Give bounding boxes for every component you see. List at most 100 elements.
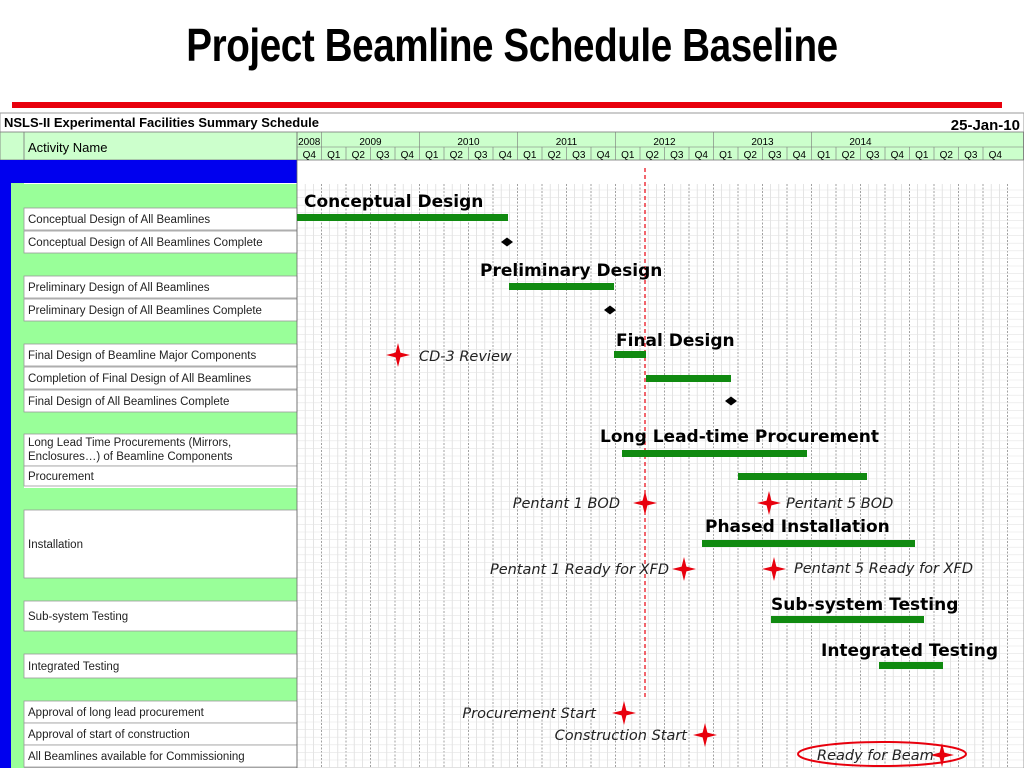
gantt-bar: [297, 214, 508, 221]
activity-row: [23, 433, 298, 467]
activity-label: Conceptual Design of All Beamlines Compl…: [28, 237, 263, 249]
pentant-1-ready-star: [672, 557, 696, 581]
quarter-label: Q2: [450, 150, 464, 161]
activity-label: Installation: [28, 539, 83, 551]
title-divider: [12, 102, 1002, 108]
activity-row: [23, 600, 298, 632]
quarter-label: Q3: [572, 150, 586, 161]
blue-side-band: [0, 160, 11, 768]
pentant-1-bod-star: [633, 491, 657, 515]
milestone-diamond: [725, 396, 737, 406]
pentant-5-ready-star: [762, 557, 786, 581]
quarter-label: Q1: [621, 150, 635, 161]
phase-label: Long Lead-time Procurement: [600, 427, 879, 447]
quarter-label: Q4: [303, 150, 317, 161]
activity-label: Enclosures…) of Beamline Components: [28, 451, 233, 463]
quarter-label: Q4: [499, 150, 513, 161]
quarter-label: Q1: [327, 150, 341, 161]
gantt-bar: [509, 283, 614, 290]
quarter-label: Q1: [425, 150, 439, 161]
quarter-label: Q2: [940, 150, 954, 161]
activity-label: Integrated Testing: [28, 661, 119, 673]
construction-start-star: [693, 723, 717, 747]
activity-label: Procurement: [28, 471, 95, 483]
gantt-bar: [622, 450, 807, 457]
blue-summary-band: [0, 160, 297, 183]
activity-label: Approval of start of construction: [28, 729, 190, 741]
section-band: [11, 412, 297, 434]
milestone-label: Pentant 5 Ready for XFD: [794, 561, 973, 577]
activity-label: Approval of long lead procurement: [28, 707, 205, 719]
activity-label: Preliminary Design of All Beamlines Comp…: [28, 305, 262, 317]
gantt-bar: [879, 662, 943, 669]
section-band: [11, 253, 297, 276]
year-label-2012: 2012: [653, 137, 676, 148]
quarter-label: Q3: [376, 150, 390, 161]
year-label-2013: 2013: [751, 137, 774, 148]
section-band: [11, 678, 297, 701]
year-label-2014: 2014: [849, 137, 872, 148]
activity-label: Preliminary Design of All Beamlines: [28, 282, 210, 294]
phase-label: Phased Installation: [705, 517, 890, 537]
activity-label: Completion of Final Design of All Beamli…: [28, 373, 251, 385]
phase-label: Preliminary Design: [480, 261, 662, 281]
milestone-diamond: [604, 305, 616, 315]
quarter-label: Q2: [744, 150, 758, 161]
procurement-start-star: [612, 701, 636, 725]
activity-row: [23, 653, 298, 679]
header-band: [0, 131, 1024, 161]
milestone-diamond: [501, 237, 513, 247]
quarter-label: Q2: [646, 150, 660, 161]
section-band: [11, 488, 297, 510]
quarter-label: Q3: [964, 150, 978, 161]
milestone-label: Construction Start: [555, 728, 689, 744]
section-band: [11, 578, 297, 601]
pentant-5-bod-star: [757, 491, 781, 515]
phase-label: Integrated Testing: [821, 641, 998, 661]
quarter-label: Q4: [401, 150, 415, 161]
ready-for-beam-circle: [797, 741, 967, 767]
activity-label: Long Lead Time Procurements (Mirrors,: [28, 437, 231, 449]
quarter-label: Q4: [989, 150, 1003, 161]
phase-label: Sub-system Testing: [771, 595, 958, 615]
phase-label: Final Design: [616, 331, 735, 351]
quarter-label: Q4: [597, 150, 611, 161]
quarter-label: Q1: [817, 150, 831, 161]
milestone-label: Pentant 1 BOD: [513, 496, 620, 512]
slide-title: Project Beamline Schedule Baseline: [186, 19, 838, 71]
activity-label: Conceptual Design of All Beamlines: [28, 214, 210, 226]
milestone-label: Ready for Beam: [817, 748, 934, 764]
milestone-label: CD-3 Review: [419, 349, 512, 365]
section-band: [11, 184, 297, 208]
milestone-label: Pentant 1 Ready for XFD: [490, 562, 669, 578]
cd3-review-star: [386, 343, 410, 367]
quarter-label: Q2: [548, 150, 562, 161]
gantt-bar: [614, 351, 646, 358]
activity-label: Sub-system Testing: [28, 611, 128, 623]
section-band: [11, 631, 297, 654]
quarter-label: Q3: [768, 150, 782, 161]
section-band: [11, 321, 297, 344]
year-label-2009: 2009: [359, 137, 382, 148]
sheet-date: 25-Jan-10: [951, 117, 1020, 134]
quarter-label: Q1: [915, 150, 929, 161]
quarter-label: Q4: [793, 150, 807, 161]
quarter-label: Q4: [695, 150, 709, 161]
sheet-title: NSLS-II Experimental Facilities Summary …: [4, 115, 319, 130]
milestone-label: Procurement Start: [462, 706, 597, 722]
gantt-bar: [771, 616, 924, 623]
quarter-label: Q1: [523, 150, 537, 161]
activity-name-header: Activity Name: [28, 140, 107, 155]
quarter-label: Q3: [670, 150, 684, 161]
activity-label: Final Design of Beamline Major Component…: [28, 350, 256, 362]
milestone-label: Pentant 5 BOD: [786, 496, 893, 512]
ready-for-beam-star: [930, 743, 954, 767]
activity-label: Final Design of All Beamlines Complete: [28, 396, 229, 408]
phase-label: Conceptual Design: [304, 192, 483, 212]
quarter-label: Q4: [891, 150, 905, 161]
quarter-label: Q3: [474, 150, 488, 161]
activity-label: All Beamlines available for Commissionin…: [28, 751, 245, 763]
activity-row: [23, 509, 298, 579]
gantt-bar: [702, 540, 915, 547]
